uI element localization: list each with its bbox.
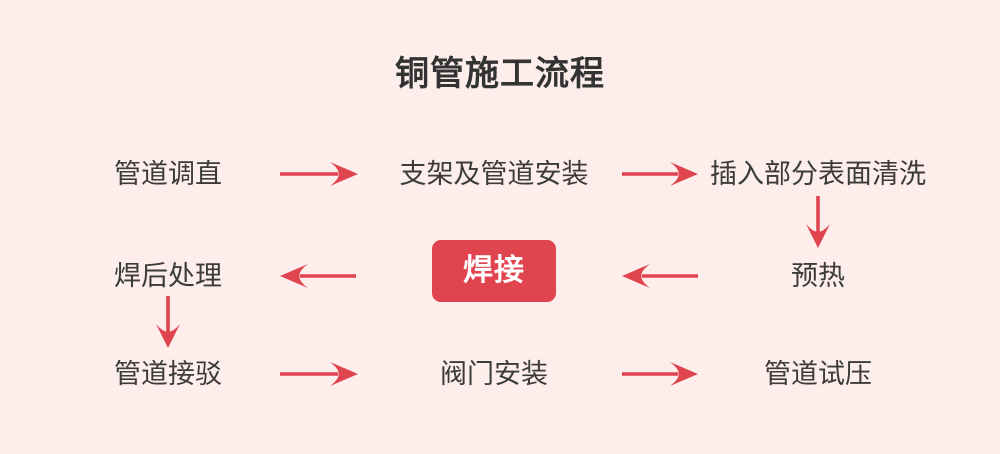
flow-node-guandaoshiya[interactable]: 管道试压 <box>764 359 872 389</box>
flow-node-yure[interactable]: 预热 <box>791 261 845 291</box>
flow-node-zhijiajiguandaoanzhuang[interactable]: 支架及管道安装 <box>399 159 589 189</box>
flow-node-hanhouchuli[interactable]: 焊后处理 <box>114 261 222 291</box>
arrow-down-icon <box>805 196 831 248</box>
arrow-right-icon <box>622 361 698 387</box>
arrow-right-icon <box>622 161 698 187</box>
flow-node-famenanzhuang[interactable]: 阀门安装 <box>440 359 548 389</box>
arrow-left-icon <box>622 263 698 289</box>
flow-node-guandaotiaozhi[interactable]: 管道调直 <box>114 159 222 189</box>
flow-node-guandaojiebo[interactable]: 管道接驳 <box>114 359 222 389</box>
flow-node-hanjie-highlight[interactable]: 焊接 <box>432 240 556 302</box>
arrow-right-icon <box>280 161 358 187</box>
arrow-right-icon <box>280 361 358 387</box>
arrow-down-icon <box>155 296 181 348</box>
arrow-left-icon <box>280 263 356 289</box>
page-title: 铜管施工流程 <box>395 55 605 93</box>
flow-node-charubufenbiaomianqingxi[interactable]: 插入部分表面清洗 <box>710 159 926 189</box>
